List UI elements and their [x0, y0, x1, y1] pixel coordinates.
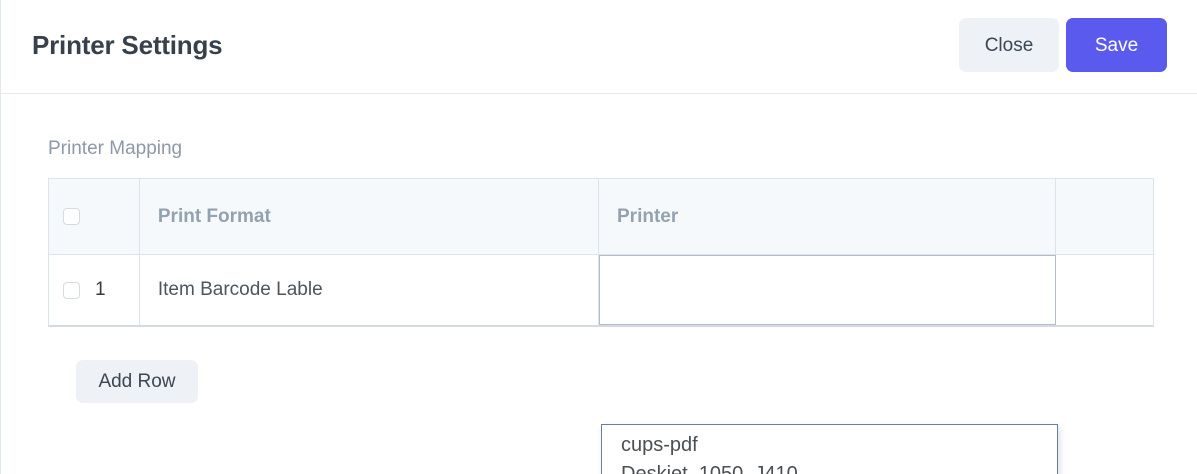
cell-printer[interactable]: [599, 255, 1057, 325]
column-header-select: [49, 179, 140, 254]
table-row: 1 Item Barcode Lable: [49, 255, 1153, 325]
table-header-row: Print Format Printer: [49, 179, 1153, 255]
save-button[interactable]: Save: [1066, 18, 1167, 72]
cell-spacer: [1056, 255, 1153, 325]
select-all-checkbox[interactable]: [63, 208, 80, 225]
cell-print-format[interactable]: Item Barcode Lable: [140, 255, 599, 325]
column-header-spacer: [1056, 179, 1153, 254]
column-header-printer[interactable]: Printer: [599, 179, 1057, 254]
row-select-cell: 1: [49, 255, 140, 325]
column-header-print-format[interactable]: Print Format: [140, 179, 599, 254]
section-label-printer-mapping: Printer Mapping: [48, 138, 183, 159]
dropdown-option[interactable]: cups-pdf: [621, 434, 698, 456]
header-actions: Close Save: [959, 18, 1167, 72]
printer-dropdown-list[interactable]: cups-pdf Deskjet_1050_J410 HP_LaserJet_1…: [601, 424, 1058, 474]
close-button[interactable]: Close: [959, 18, 1059, 72]
page-title: Printer Settings: [32, 30, 223, 60]
row-index: 1: [95, 279, 106, 300]
dropdown-option[interactable]: Deskjet_1050_J410: [621, 463, 798, 474]
dialog-body: Printer Mapping Print Format Printer 1 I…: [1, 94, 1197, 474]
row-checkbox[interactable]: [63, 281, 80, 299]
add-row-button[interactable]: Add Row: [76, 360, 198, 403]
printer-mapping-table: Print Format Printer 1 Item Barcode Labl…: [48, 178, 1154, 327]
dialog-header: Printer Settings Close Save: [1, 0, 1197, 94]
